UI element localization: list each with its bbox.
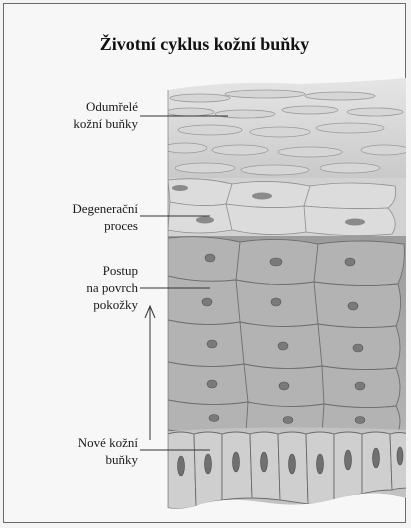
label-progress-line2: na povrch	[20, 279, 138, 296]
label-dead-cells-line1: Odumřelé	[20, 98, 138, 115]
skin-tissue	[160, 75, 410, 528]
label-degeneration: Degenerační proces	[20, 200, 138, 234]
label-degeneration-line1: Degenerační	[20, 200, 138, 217]
label-progress-line1: Postup	[20, 262, 138, 279]
granular-cells	[168, 179, 396, 236]
label-progress: Postup na povrch pokožky	[20, 262, 138, 313]
basal-cells	[168, 432, 408, 509]
label-new-cells: Nové kožní buňky	[20, 434, 138, 468]
label-progress-line3: pokožky	[20, 296, 138, 313]
label-dead-cells: Odumřelé kožní buňky	[20, 98, 138, 132]
spinous-cells	[168, 237, 404, 437]
label-new-cells-line2: buňky	[20, 451, 138, 468]
label-degeneration-line2: proces	[20, 217, 138, 234]
label-new-cells-line1: Nové kožní	[20, 434, 138, 451]
label-dead-cells-line2: kožní buňky	[20, 115, 138, 132]
upward-arrow-icon	[145, 306, 155, 440]
